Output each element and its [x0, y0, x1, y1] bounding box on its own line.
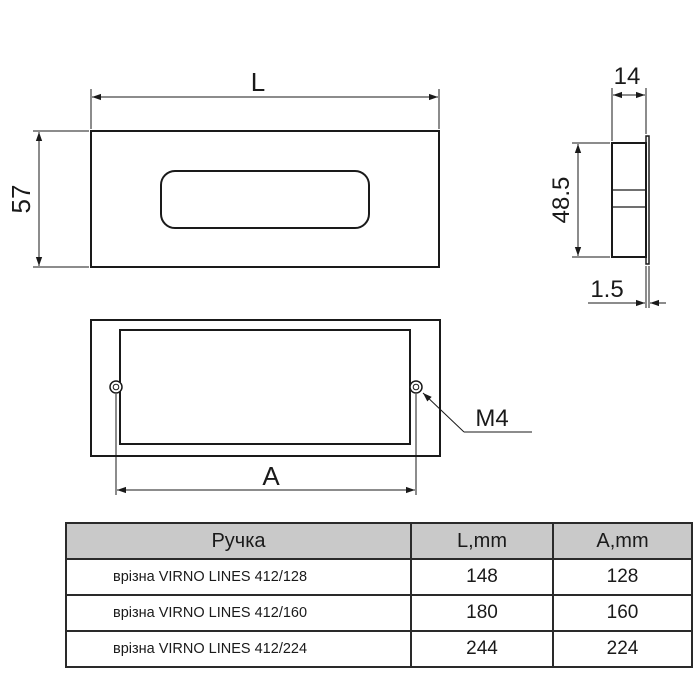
inner-height-label: 48.5	[548, 177, 575, 224]
back-view	[90, 319, 441, 457]
table-row: врізна VIRNO LINES 412/128 148 128	[65, 558, 693, 596]
header-length: L,mm	[410, 522, 554, 560]
screw-hole-left	[109, 380, 123, 394]
handle-grip-recess	[160, 170, 370, 229]
spacing-dimension	[115, 394, 417, 495]
technical-drawing: L 57 14 48.5 1.5	[6, 63, 666, 495]
depth-label: 14	[614, 63, 641, 90]
screw-label: M4	[475, 405, 508, 432]
depth-dimension	[611, 88, 647, 141]
height-label: 57	[6, 185, 36, 214]
table-row: врізна VIRNO LINES 412/224 244 224	[65, 630, 693, 668]
screw-leader	[422, 392, 532, 433]
front-view	[90, 130, 440, 268]
row-length: 148	[410, 558, 554, 596]
spec-table: Ручка L,mm A,mm врізна VIRNO LINES 412/1…	[65, 522, 693, 668]
height-dimension	[33, 130, 89, 268]
flange-dimension	[588, 266, 666, 308]
table-row: врізна VIRNO LINES 412/160 180 160	[65, 594, 693, 632]
length-dimension	[90, 89, 440, 129]
header-spacing: A,mm	[552, 522, 693, 560]
inner-height-dimension	[572, 142, 610, 258]
row-length: 180	[410, 594, 554, 632]
row-spacing: 128	[552, 558, 693, 596]
spacing-label: A	[262, 461, 280, 491]
side-view	[611, 135, 650, 265]
screw-holes	[109, 380, 423, 394]
side-flange	[645, 135, 650, 265]
side-body	[611, 142, 647, 258]
back-outer-plate	[90, 319, 441, 457]
row-spacing: 160	[552, 594, 693, 632]
length-label: L	[251, 67, 265, 97]
flange-label: 1.5	[590, 276, 623, 303]
row-length: 244	[410, 630, 554, 668]
row-spacing: 224	[552, 630, 693, 668]
row-name: врізна VIRNO LINES 412/224	[65, 630, 412, 668]
back-inner-body	[119, 329, 411, 445]
table-header-row: Ручка L,mm A,mm	[65, 522, 693, 560]
row-name: врізна VIRNO LINES 412/128	[65, 558, 412, 596]
header-name: Ручка	[65, 522, 412, 560]
screw-hole-right	[409, 380, 423, 394]
handle-outer-plate	[90, 130, 440, 268]
row-name: врізна VIRNO LINES 412/160	[65, 594, 412, 632]
